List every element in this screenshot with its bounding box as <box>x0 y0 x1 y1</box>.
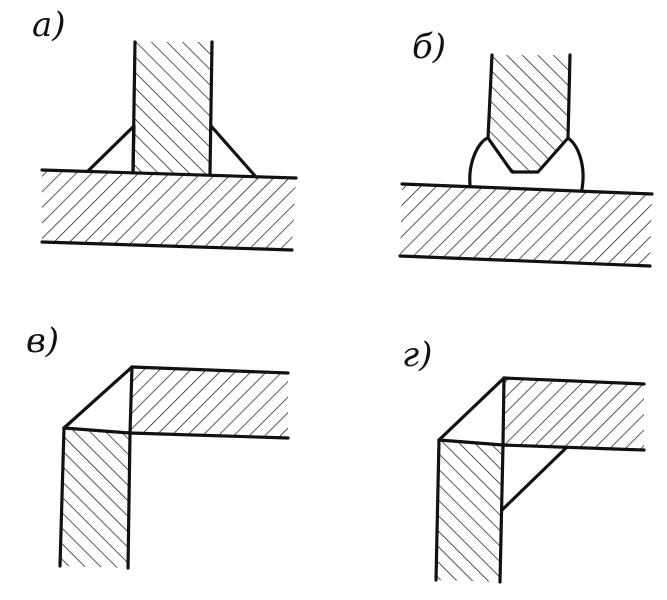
panel-a-left-fillet-weld <box>86 124 136 174</box>
panel-b-label: б) <box>412 27 446 67</box>
panel-a-vertical-plate <box>133 42 212 174</box>
panel-g-inner-fillet-weld <box>500 446 568 512</box>
panel-b: б) <box>398 27 654 268</box>
panel-v-corner-weld <box>62 365 134 430</box>
panel-a-label: а) <box>32 5 66 45</box>
panel-v: в) <box>26 321 290 570</box>
panel-a-right-fillet-weld <box>209 124 258 179</box>
panel-v-vertical-plate <box>60 428 130 568</box>
panel-v-label: в) <box>26 321 59 361</box>
panel-g-outer-corner-weld <box>437 376 506 442</box>
panel-g-horizontal-plate <box>503 378 644 450</box>
panel-g-label: г) <box>402 335 432 375</box>
panel-g: г) <box>402 335 646 584</box>
panel-a: а) <box>32 5 298 252</box>
panel-b-vertical-plate <box>488 55 570 172</box>
panel-g-vertical-plate <box>436 440 503 582</box>
panel-b-base-plate <box>400 184 652 266</box>
panel-v-horizontal-plate <box>130 367 288 438</box>
panel-b-groove-weld-bead <box>468 136 490 187</box>
panel-a-base-plate <box>42 170 296 250</box>
